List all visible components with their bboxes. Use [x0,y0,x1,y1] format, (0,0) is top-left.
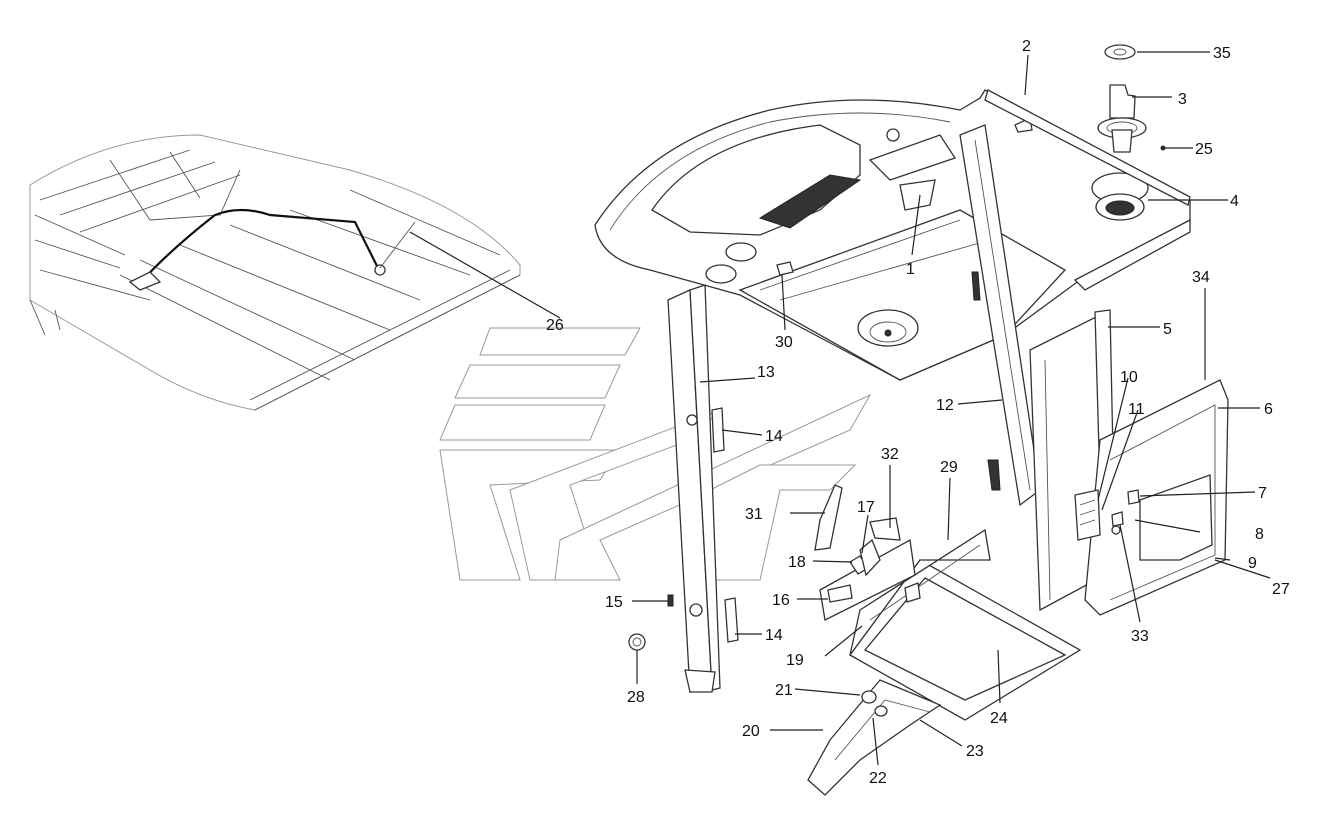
callout-19: 19 [786,652,804,669]
callout-23: 23 [966,743,984,760]
callout-35: 35 [1213,45,1231,62]
callout-30: 30 [775,334,793,351]
hardware-parts-drawing [628,44,1166,651]
callout-28: 28 [627,689,645,706]
callout-4: 4 [1230,193,1239,210]
callout-24: 24 [990,710,1008,727]
pillar-right-drawing [959,124,1041,507]
callout-29: 29 [940,459,958,476]
callout-27: 27 [1272,581,1290,598]
rear-panel-drawing [1029,309,1229,616]
callout-5: 5 [1163,321,1172,338]
callout-12: 12 [936,397,954,414]
callout-15: 15 [605,594,623,611]
callout-3: 3 [1178,91,1187,108]
callout-22: 22 [869,770,887,787]
callout-14b: 14 [765,627,783,644]
callout-33: 33 [1131,628,1149,645]
callout-8: 8 [1255,526,1264,543]
callout-1: 1 [906,261,915,278]
callout-11: 11 [1128,401,1145,418]
callout-7: 7 [1258,485,1267,502]
callout-26: 26 [546,317,564,334]
callout-6: 6 [1264,401,1273,418]
callout-18: 18 [788,554,806,571]
callout-2: 2 [1022,38,1031,55]
leader-lines [409,51,1271,766]
callout-20: 20 [742,723,760,740]
callout-10: 10 [1120,369,1138,386]
callout-31: 31 [745,506,763,523]
headliner-drawing [594,89,1191,381]
callout-21: 21 [775,682,793,699]
callout-14a: 14 [765,428,783,445]
callout-9: 9 [1248,555,1257,572]
callout-32: 32 [881,446,899,463]
callout-34: 34 [1192,269,1210,286]
callout-25: 25 [1195,141,1213,158]
callout-16: 16 [772,592,790,609]
pillar-left-drawing [667,284,721,693]
roof-panel-drawing [29,134,521,411]
ghost-outlines [439,327,872,581]
callout-17: 17 [857,499,875,516]
callout-13: 13 [757,364,775,381]
callout-labels: 1 2 3 4 5 6 7 8 9 10 11 12 13 14 14 15 1… [546,38,1290,787]
